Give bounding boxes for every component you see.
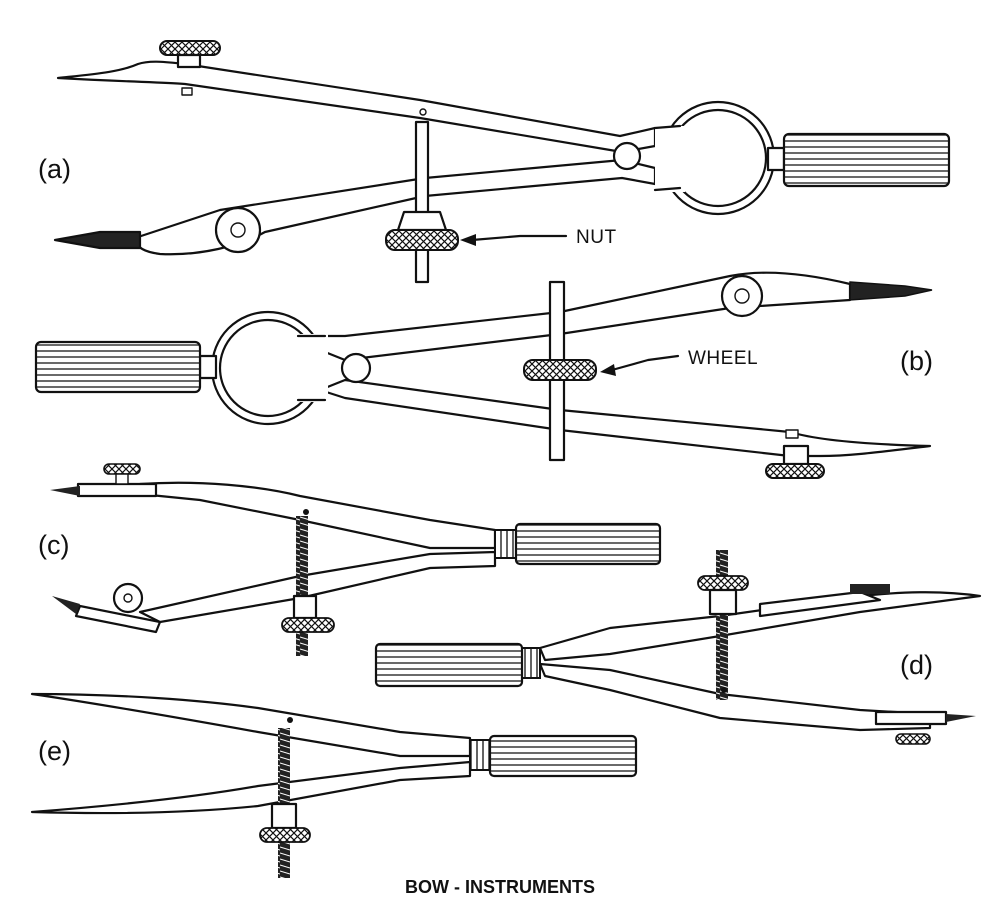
nut-knob-icon [385,229,459,251]
nut-callout [460,234,568,246]
figure-label-e: (e) [38,736,71,766]
bow-divider-e [30,692,638,878]
hatched-knob-icon [159,40,221,56]
figure-label-b: (b) [900,346,933,376]
bow-pen-d [374,550,982,745]
bow-compass-b [34,271,933,479]
bow-compass-a [53,40,951,284]
bow-pencil-c [50,463,662,656]
figure-label-a: (a) [38,154,71,184]
nut-label: NUT [576,227,617,248]
wheel-label: WHEEL [688,348,758,369]
wheel-callout [600,354,680,376]
wheel-knob-icon [523,359,597,381]
figure-label-d: (d) [900,650,933,680]
diagram-caption: BOW - INSTRUMENTS [405,877,595,897]
figure-label-c: (c) [38,530,69,560]
